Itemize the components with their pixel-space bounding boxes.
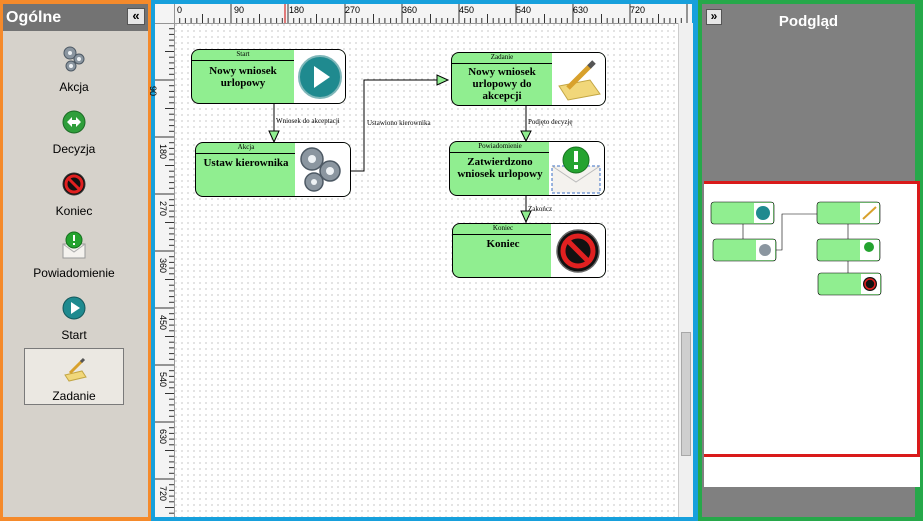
tool-start[interactable]: Start bbox=[24, 288, 124, 345]
tool-zadanie[interactable]: Zadanie bbox=[24, 348, 124, 405]
node-powiadomienie[interactable]: Powiadomienie Zatwierdzono wniosek urlop… bbox=[449, 141, 605, 196]
collapse-palette-button[interactable]: « bbox=[127, 8, 145, 25]
node-type: Zadanie bbox=[452, 53, 552, 64]
edge-akcja-zadanie bbox=[350, 79, 443, 172]
node-title: Ustaw kierownika bbox=[203, 157, 289, 169]
node-icon-area bbox=[551, 224, 605, 277]
arrowhead bbox=[268, 130, 280, 144]
node-type: Start bbox=[192, 50, 294, 61]
ruler-vertical-ticks bbox=[155, 23, 174, 514]
node-icon-area bbox=[295, 143, 350, 196]
node-zadanie[interactable]: Zadanie Nowy wniosek urlopowy do akcepcj… bbox=[451, 52, 606, 106]
node-title: Nowy wniosek urlopowy bbox=[209, 65, 277, 89]
palette-panel: Ogólne « Akcja Decyzja bbox=[0, 0, 151, 521]
node-start[interactable]: Start Nowy wniosek urlopowy bbox=[191, 49, 346, 104]
pencil-note-icon bbox=[64, 357, 87, 382]
tool-label: Powiadomienie bbox=[33, 266, 115, 280]
ruler-label: 630 bbox=[573, 5, 589, 15]
tool-koniec[interactable]: Koniec bbox=[24, 164, 124, 221]
no-entry-icon bbox=[556, 229, 600, 273]
palette-title: Ogólne bbox=[6, 9, 62, 26]
tool-powiadomienie[interactable]: Powiadomienie bbox=[24, 226, 124, 283]
vertical-scrollbar[interactable] bbox=[678, 23, 693, 517]
node-title: Zatwierdzono wniosek urlopowy bbox=[457, 156, 543, 180]
arrowhead bbox=[520, 130, 532, 143]
ruler-label: 90 bbox=[234, 5, 245, 15]
tool-label: Koniec bbox=[55, 204, 93, 218]
edge-label: Zakończ bbox=[528, 205, 553, 213]
arrowhead bbox=[436, 74, 450, 86]
viewport-marker-bottom bbox=[704, 454, 920, 457]
ruler-label: 450 bbox=[459, 5, 475, 15]
ruler-label: 180 bbox=[289, 5, 305, 15]
expand-preview-button[interactable]: » bbox=[706, 9, 722, 25]
tool-label: Start bbox=[61, 328, 87, 342]
ruler-vertical: 90 180 270 360 450 540 630 720 bbox=[148, 23, 175, 517]
envelope-alert-icon bbox=[62, 231, 86, 259]
ruler-label: 270 bbox=[345, 5, 361, 15]
ruler-label: 360 bbox=[402, 5, 418, 15]
pencil-note-icon bbox=[558, 60, 601, 101]
node-koniec[interactable]: Koniec Koniec bbox=[452, 223, 606, 278]
envelope-alert-icon bbox=[551, 146, 601, 194]
ruler-horizontal-ticks bbox=[174, 4, 688, 23]
ruler-horizontal: 0 90 180 270 360 450 540 630 720 bbox=[174, 4, 692, 24]
node-type: Powiadomienie bbox=[450, 142, 550, 153]
ruler-label: 0 bbox=[177, 5, 183, 15]
node-icon-area bbox=[294, 50, 345, 103]
edge-label: Wniosek do akceptacji bbox=[276, 117, 340, 125]
tool-akcja[interactable]: Akcja bbox=[24, 40, 124, 97]
decision-arrows-icon bbox=[62, 110, 86, 134]
edge-label: Podjęto decyzję bbox=[528, 118, 573, 126]
node-type: Koniec bbox=[453, 224, 553, 235]
tool-decyzja[interactable]: Decyzja bbox=[24, 102, 124, 159]
play-icon bbox=[298, 55, 342, 99]
node-title: Nowy wniosek urlopowy do akcepcji bbox=[468, 66, 536, 102]
minimap-drawing bbox=[710, 201, 882, 296]
connectors-layer bbox=[268, 74, 532, 224]
tool-label: Akcja bbox=[59, 80, 89, 94]
tool-label: Zadanie bbox=[52, 389, 96, 403]
node-akcja[interactable]: Akcja Ustaw kierownika bbox=[195, 142, 351, 197]
designer-canvas[interactable]: 0 90 180 270 360 450 540 630 720 90 180 … bbox=[148, 4, 693, 517]
arrowhead bbox=[520, 210, 532, 224]
gears-icon bbox=[300, 147, 341, 192]
palette-body: Ogólne « Akcja Decyzja bbox=[3, 4, 148, 517]
node-icon-area bbox=[552, 53, 605, 105]
palette-header: Ogólne « bbox=[3, 4, 148, 31]
play-icon bbox=[62, 296, 86, 320]
preview-minimap[interactable] bbox=[704, 181, 920, 487]
no-entry-icon bbox=[62, 172, 86, 196]
node-icon-area bbox=[549, 142, 604, 195]
viewport-marker-right bbox=[917, 181, 920, 457]
preview-title: Podgląd bbox=[778, 13, 839, 30]
edge-label: Ustawiono kierownika bbox=[367, 119, 431, 127]
viewport-marker-top bbox=[704, 181, 920, 184]
ruler-label: 540 bbox=[516, 5, 532, 15]
preview-panel: » Podgląd bbox=[698, 0, 923, 521]
scrollbar-thumb[interactable] bbox=[681, 332, 691, 456]
preview-body: » Podgląd bbox=[702, 4, 920, 517]
tool-label: Decyzja bbox=[52, 142, 96, 156]
node-type: Akcja bbox=[196, 143, 296, 154]
ruler-label: 720 bbox=[630, 5, 646, 15]
gears-icon bbox=[63, 46, 85, 72]
node-title: Koniec bbox=[486, 238, 520, 250]
designer-panel: 0 90 180 270 360 450 540 630 720 90 180 … bbox=[148, 0, 698, 521]
